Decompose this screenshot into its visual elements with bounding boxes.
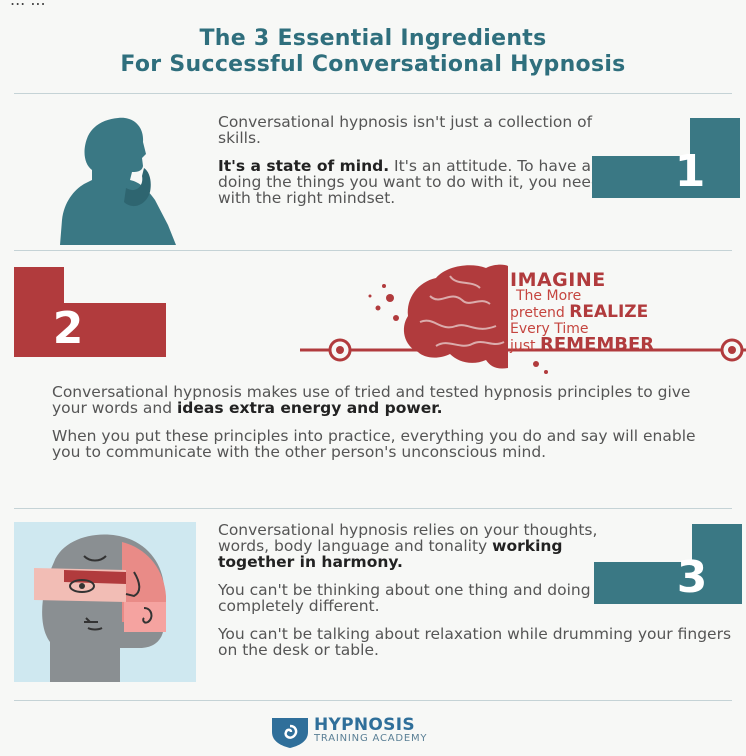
divider [14,93,732,94]
section-2-para-2: When you put these principles into pract… [52,427,696,461]
word-realize-big: REALIZE [569,302,649,322]
logo-brand: HYPNOSIS [314,715,415,735]
step-1-badge: 1 [592,118,740,198]
step-2-badge: 2 [14,267,166,357]
word-imagine: IMAGINE [510,269,606,291]
page-title: The 3 Essential Ingredients For Successf… [0,26,746,78]
section-2-para-1: Conversational hypnosis makes use of tri… [52,384,722,416]
divider [14,508,732,509]
word-every-time: Every Time [510,321,589,337]
step-3-number: 3 [677,552,708,603]
nose-icon [125,571,141,598]
section-2-bold: ideas extra energy and power. [176,399,443,417]
step-2-number: 2 [53,303,84,354]
logo-subtitle: TRAINING ACADEMY [314,733,428,744]
title-line-2: For Successful Conversational Hypnosis [120,52,626,77]
ear-icon [142,607,153,624]
word-the-more: The More [516,288,582,304]
word-remember-big: REMEMBER [540,334,655,355]
eye-icon [69,579,95,593]
cropped-header-text: ... ... [0,0,746,8]
brain-illustration [300,264,746,374]
section-3-para-1: Conversational hypnosis relies on your t… [218,522,638,570]
eyebrow [83,555,107,562]
brand-logo[interactable]: HYPNOSIS TRAINING ACADEMY [270,712,490,752]
section-3-para-3: You can't be talking about relaxation wh… [218,625,732,659]
divider [14,700,732,701]
title-line-1: The 3 Essential Ingredients [199,26,547,51]
section-2-text: Conversational hypnosis makes use of tri… [52,384,722,472]
divider [14,250,732,251]
section-3-text: Conversational hypnosis relies on your t… [218,522,738,670]
word-realize: pretend REALIZE [510,302,746,322]
word-remember: just REMEMBER [510,334,746,355]
section-3-para-2: You can't be thinking about one thing an… [218,581,678,615]
word-pretend: pretend [510,305,570,321]
section-3-bold: working together in harmony. [218,537,563,571]
spiral-shield-icon [272,718,308,748]
section-3-para-1-rest: Conversational hypnosis relies on your t… [218,521,598,555]
mouth-icon [84,617,103,631]
section-2-para-1-rest: Conversational hypnosis makes use of tri… [52,383,691,417]
section-1-bold: It's a state of mind. [218,157,390,175]
brain-word-list: IMAGINE The More pretend REALIZE Every T… [510,269,746,355]
face-senses-illustration [14,522,196,682]
logo-text: HYPNOSIS TRAINING ACADEMY [314,715,428,746]
step-1-number: 1 [675,146,706,197]
thinking-man-silhouette-icon [60,117,176,245]
step-3-badge: 3 [594,524,742,604]
word-just: just [510,338,540,354]
section-1-para-1: Conversational hypnosis isn't just a col… [218,113,593,147]
